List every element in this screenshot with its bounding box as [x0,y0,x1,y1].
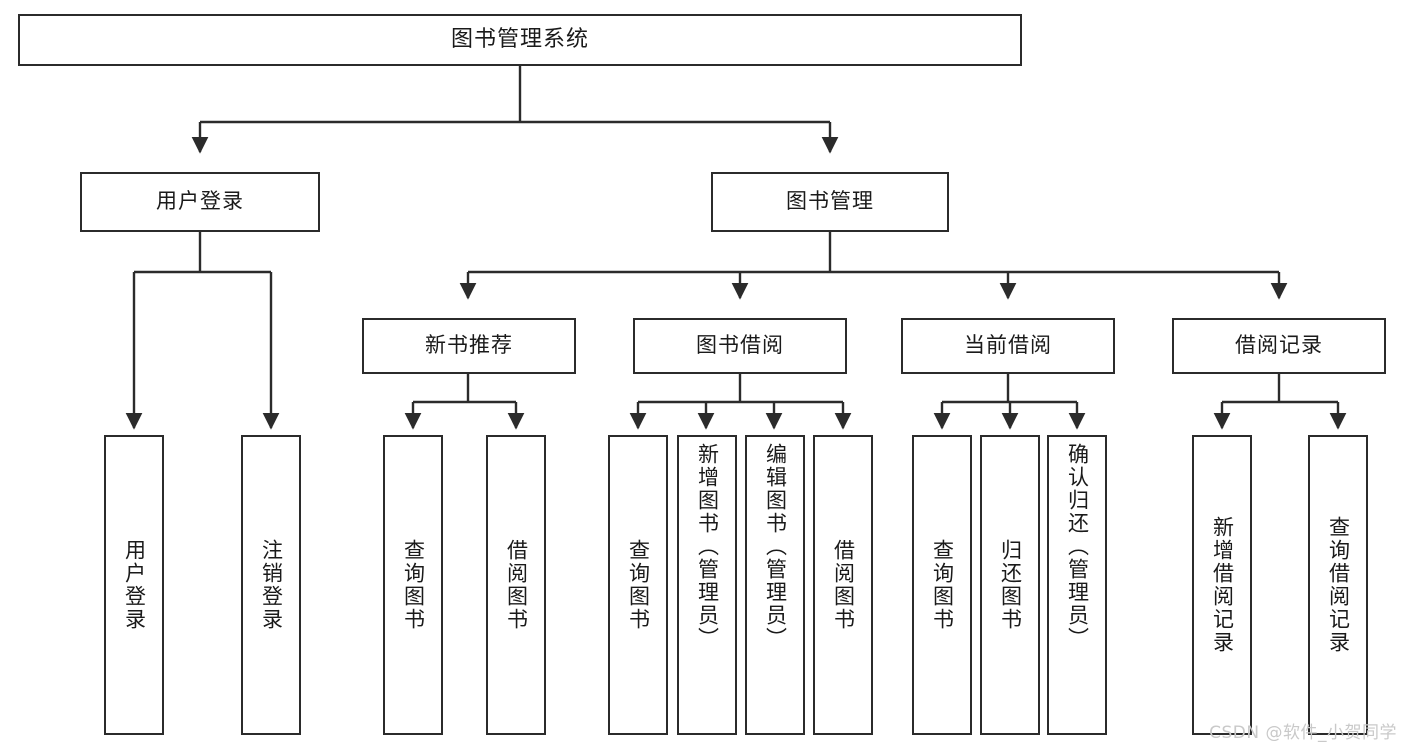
node-leaf-logout[interactable]: 注销登录 [241,435,301,735]
node-user-login-label: 用户登录 [156,189,244,214]
node-root[interactable]: 图书管理系统 [18,14,1022,66]
node-leaf-user-login[interactable]: 用户登录 [104,435,164,735]
node-borrow-records-label: 借阅记录 [1235,333,1323,358]
node-leaf-borrow-book-1[interactable]: 借阅图书 [486,435,546,735]
node-book-borrow[interactable]: 图书借阅 [633,318,847,374]
node-leaf-query-book-1-label: 查询图书 [401,539,426,631]
node-leaf-query-record-label: 查询借阅记录 [1326,516,1351,654]
node-new-book-rec[interactable]: 新书推荐 [362,318,576,374]
node-leaf-edit-book-label: 编辑图书（管理员） [763,443,788,650]
node-book-borrow-label: 图书借阅 [696,333,784,358]
node-leaf-query-book-3-label: 查询图书 [930,539,955,631]
node-current-borrow-label: 当前借阅 [964,333,1052,358]
node-leaf-query-book-3[interactable]: 查询图书 [912,435,972,735]
node-new-book-rec-label: 新书推荐 [425,333,513,358]
node-leaf-query-book-2[interactable]: 查询图书 [608,435,668,735]
node-leaf-user-login-label: 用户登录 [122,539,147,631]
node-borrow-records[interactable]: 借阅记录 [1172,318,1386,374]
node-user-login[interactable]: 用户登录 [80,172,320,232]
node-leaf-query-record[interactable]: 查询借阅记录 [1308,435,1368,735]
node-leaf-add-record[interactable]: 新增借阅记录 [1192,435,1252,735]
node-leaf-return-book[interactable]: 归还图书 [980,435,1040,735]
node-book-manage-label: 图书管理 [786,189,874,214]
node-leaf-return-book-label: 归还图书 [998,539,1023,631]
node-leaf-query-book-1[interactable]: 查询图书 [383,435,443,735]
node-leaf-logout-label: 注销登录 [259,539,284,631]
node-leaf-query-book-2-label: 查询图书 [626,539,651,631]
node-leaf-add-record-label: 新增借阅记录 [1210,516,1235,654]
node-leaf-add-book[interactable]: 新增图书（管理员） [677,435,737,735]
node-book-manage[interactable]: 图书管理 [711,172,949,232]
node-leaf-add-book-label: 新增图书（管理员） [695,443,720,650]
node-current-borrow[interactable]: 当前借阅 [901,318,1115,374]
node-leaf-borrow-book-1-label: 借阅图书 [504,539,529,631]
node-leaf-edit-book[interactable]: 编辑图书（管理员） [745,435,805,735]
node-leaf-confirm-return-label: 确认归还（管理员） [1065,443,1090,650]
node-root-label: 图书管理系统 [450,26,589,52]
node-leaf-borrow-book-2[interactable]: 借阅图书 [813,435,873,735]
node-leaf-borrow-book-2-label: 借阅图书 [831,539,856,631]
node-leaf-confirm-return[interactable]: 确认归还（管理员） [1047,435,1107,735]
